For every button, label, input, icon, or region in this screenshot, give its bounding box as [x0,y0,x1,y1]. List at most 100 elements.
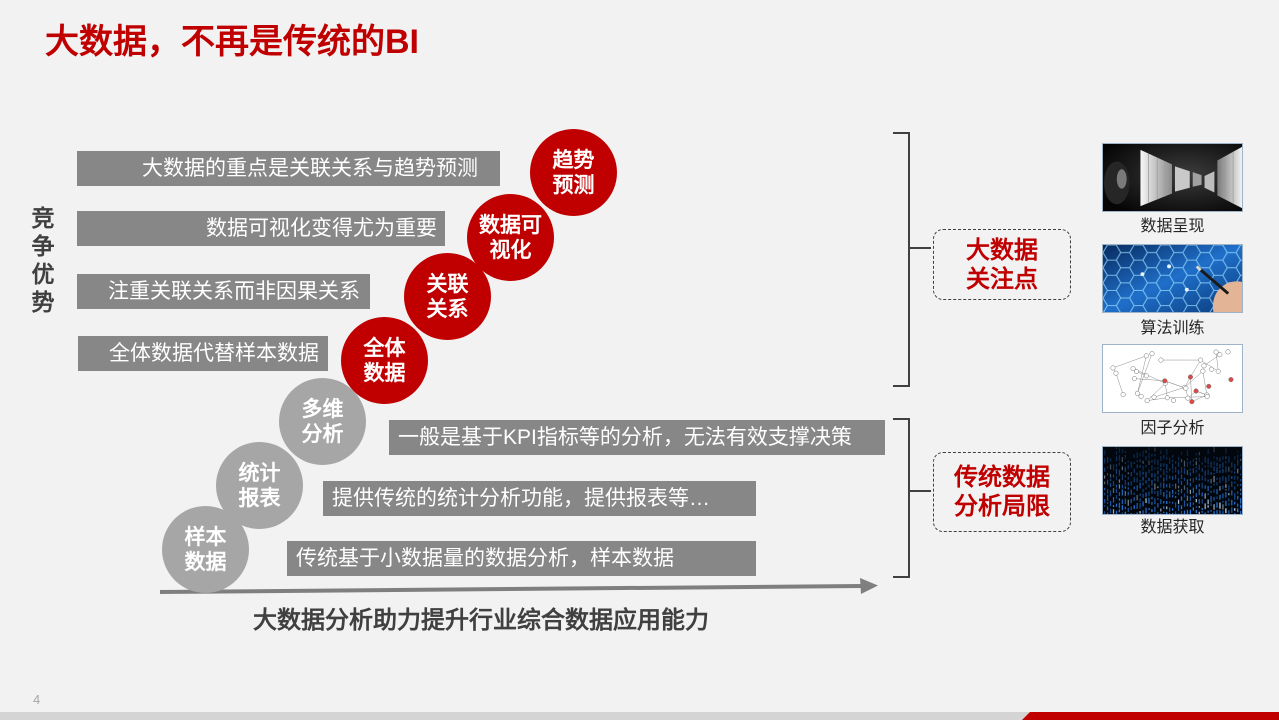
rain-streak [1210,490,1212,493]
rain-streak [1136,460,1138,463]
graph-node [1130,366,1136,372]
rain-streak [1133,454,1135,458]
rain-streak [1225,508,1227,514]
rain-streak [1174,483,1177,489]
rain-streak [1222,485,1224,490]
rain-streak [1172,476,1174,480]
graph-edge [1215,352,1219,372]
rain-streak [1231,490,1233,496]
rain-streak [1136,485,1138,491]
traditional-bar-sample: 传统基于小数据量的数据分析，样本数据 [287,541,756,576]
rain-streak [1198,489,1200,496]
rain-streak [1115,447,1118,449]
rain-streak [1166,474,1168,481]
rain-streak [1177,504,1180,511]
circle-line: 关联 [426,272,469,296]
rain-streak [1186,487,1189,494]
rain-streak [1106,489,1109,494]
rain-streak [1195,484,1197,490]
rain-streak [1231,481,1233,487]
rain-streak [1163,477,1165,482]
rain-streak [1133,497,1135,501]
rain-streak [1225,461,1227,464]
rain-streak [1204,512,1206,514]
rain-streak [1183,500,1186,507]
rain-streak [1201,499,1203,504]
rain-streak [1231,499,1233,506]
rain-streak [1177,499,1180,504]
rain-streak [1160,499,1162,504]
rain-streak [1121,474,1124,481]
graph-node [1113,370,1119,376]
rain-streak [1204,477,1206,482]
rain-streak [1198,457,1200,462]
competitive-advantage-label: 竞争优势 [28,206,54,318]
rain-streak [1225,448,1227,454]
rain-streak [1142,471,1144,475]
rain-streak [1115,463,1118,468]
rain-streak [1169,501,1171,504]
rain-streak [1124,466,1126,472]
rain-streak [1183,510,1186,514]
rain-streak [1133,468,1135,474]
rain-streak [1106,506,1109,511]
rain-streak [1234,481,1236,484]
rain-streak [1225,484,1227,488]
rain-streak [1139,479,1141,482]
rain-streak [1145,498,1147,504]
graph-node [1225,349,1231,355]
rain-streak [1216,509,1218,514]
rain-streak [1225,488,1227,491]
rain-streak [1121,499,1124,504]
rain-streak [1124,486,1126,489]
rain-streak [1213,496,1215,501]
rain-streak [1148,460,1150,465]
rain-streak [1151,509,1153,512]
rain-streak [1124,511,1126,514]
rain-streak [1106,479,1109,485]
rain-streak [1145,456,1147,461]
rain-streak [1219,470,1221,474]
rain-streak [1115,484,1118,488]
graph-node [1138,393,1144,399]
rain-streak [1169,468,1171,472]
rain-streak [1228,493,1230,496]
thumbnail-caption: 数据获取 [1140,519,1205,536]
rain-streak [1216,482,1218,486]
rain-streak [1142,510,1144,514]
rain-streak [1219,477,1221,484]
rain-streak [1183,493,1186,498]
rain-streak [1237,468,1239,474]
traditional-limits-box: 传统数据 分析局限 [933,452,1071,532]
rain-streak [1195,493,1197,498]
rain-streak [1169,457,1171,464]
circle-line: 预测 [552,173,595,197]
graph-node [1149,351,1155,357]
rain-streak [1160,488,1162,495]
rain-streak [1198,505,1200,508]
rain-streak [1213,511,1215,514]
graph-edge [1200,359,1219,372]
rain-streak [1180,458,1183,463]
circle-line: 数据 [363,361,406,385]
rain-streak [1210,509,1212,512]
rain-streak [1219,494,1221,500]
rain-streak [1121,505,1124,511]
rain-streak [1174,496,1177,499]
rain-streak [1115,456,1118,462]
rain-streak [1198,483,1200,488]
rain-streak [1207,469,1209,475]
rain-streak [1228,485,1230,491]
rain-streak [1118,498,1121,501]
rain-streak [1213,475,1215,483]
rain-streak [1172,495,1174,498]
graph-node [1217,352,1223,358]
circle-line: 样本 [184,525,227,549]
rain-streak [1166,500,1168,504]
rain-streak [1115,475,1118,481]
graph-node [1187,374,1193,380]
rain-streak [1127,507,1129,512]
thumbnail-caption: 数据呈现 [1140,218,1205,235]
graph-edge [1112,355,1147,369]
group-label-line: 传统数据 [954,464,1050,491]
